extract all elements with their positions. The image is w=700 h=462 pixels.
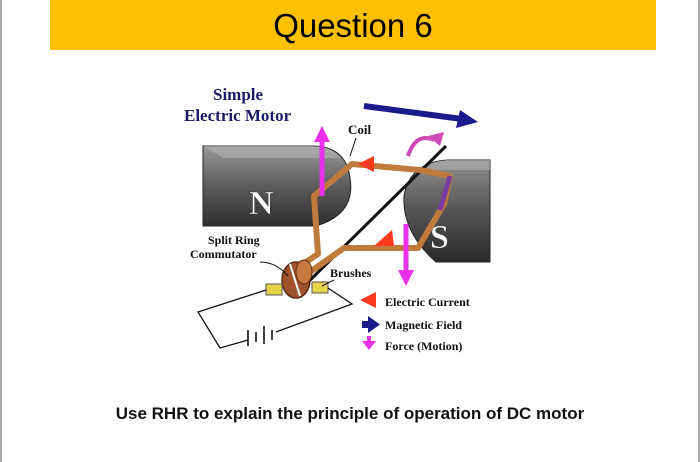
commutator-label-line1: Split Ring [208,233,260,247]
coil-side-purple [437,175,453,211]
brush-right [311,281,329,294]
coil-label: Coil [348,122,372,137]
commutator-pointer [259,261,289,277]
legend-force-icon [362,336,376,350]
page-title: Question 6 [273,7,433,44]
question-caption: Use RHR to explain the principle of oper… [115,404,585,423]
magnetic-field-arrow [363,103,478,128]
right-border [698,0,700,462]
north-pole-label: N [249,185,274,222]
rotation-arrowhead [428,132,444,146]
legend-field-label: Magnetic Field [385,318,462,332]
split-ring-commutator [281,259,313,299]
external-circuit [197,287,354,349]
coil-loop [298,161,453,275]
brush-left [265,283,283,296]
legend-field-icon [362,316,380,333]
title-bar: Question 6 [50,0,656,50]
south-pole-label: S [430,219,449,256]
brushes-label: Brushes [330,266,372,280]
current-arrow-bottom [374,230,394,246]
diagram-title-line2: Electric Motor [184,106,292,125]
coil-pointer [349,137,357,157]
battery-icon [247,326,273,346]
brushes-pointer [321,279,335,287]
commutator-label-line2: Commutator [190,247,257,261]
legend-current-icon [360,292,376,308]
force-arrow-down [398,224,414,286]
left-border [0,0,2,462]
legend-current-label: Electric Current [385,295,470,309]
current-arrow-top [358,156,374,172]
diagram-title-line1: Simple [213,85,264,104]
force-arrow-up [314,126,330,196]
south-magnet-top [420,160,490,170]
north-magnet-top [203,146,340,158]
legend-force-label: Force (Motion) [385,339,462,353]
rotation-arrow [406,136,435,157]
legend: Electric Current Magnetic Field Force (M… [360,292,470,353]
